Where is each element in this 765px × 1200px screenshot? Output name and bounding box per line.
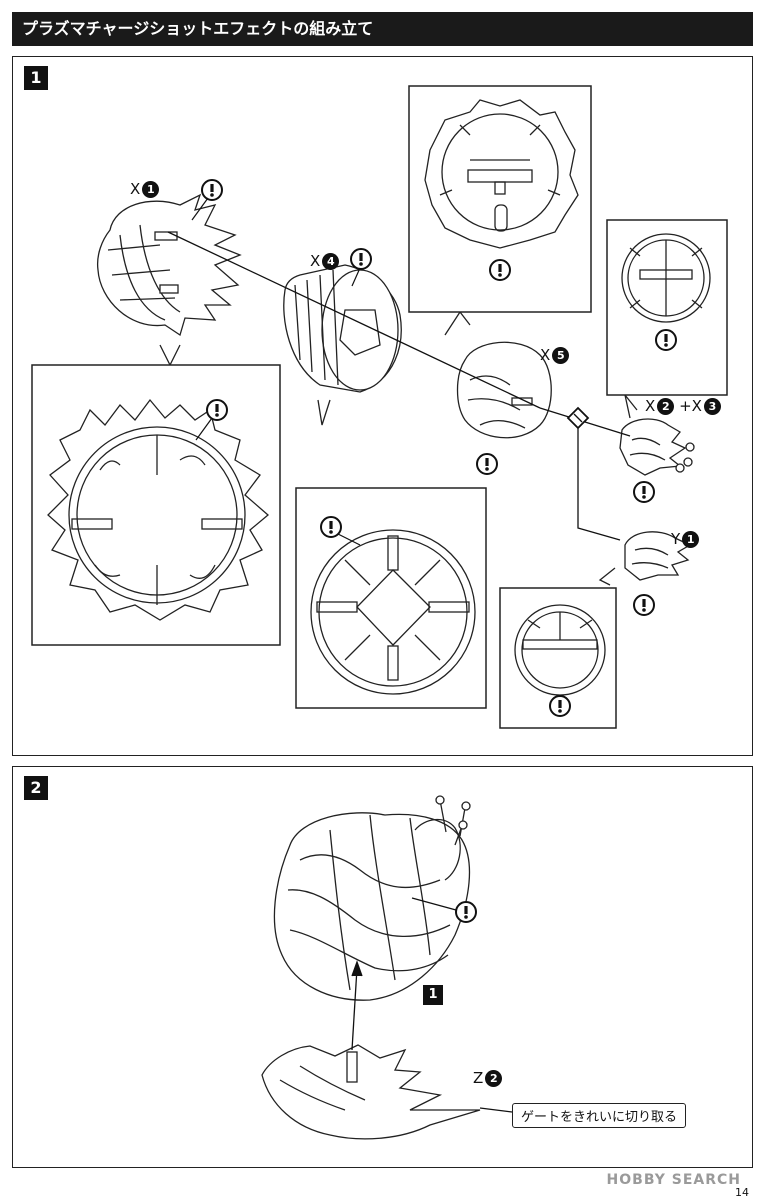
page-number: 14 <box>735 1186 749 1199</box>
watermark-brand: HOBBY SEARCH <box>606 1172 741 1188</box>
assembled-effect-drawing <box>273 795 471 1001</box>
part-x4-drawing <box>283 264 402 393</box>
assembly-guide-lines <box>167 231 631 541</box>
x5-detail-drawing <box>424 99 579 249</box>
step-2-badge: 2 <box>24 776 48 800</box>
part-z2-drawing <box>261 1044 481 1140</box>
step-1-panel <box>12 56 753 756</box>
part-x23-drawing <box>619 418 695 476</box>
step-2-panel <box>12 766 753 1168</box>
x23-detail-callout <box>606 219 728 396</box>
gate-trim-note: ゲートをきれいに切り取る <box>512 1103 687 1128</box>
step-1-badge: 1 <box>24 66 48 90</box>
step2-assembly-ref-badge: 1 <box>423 985 443 1005</box>
x4-detail-drawing <box>310 529 476 695</box>
part-x5-drawing <box>456 341 552 439</box>
part-y1-drawing <box>624 531 692 581</box>
x1-detail-drawing <box>47 398 270 621</box>
step2-guide-lines <box>351 897 513 1113</box>
caution-icons-step2 <box>455 901 477 923</box>
part-x1-drawing <box>96 193 242 337</box>
x1-detail-callout <box>31 364 281 646</box>
x23-detail-drawing <box>621 233 711 323</box>
caution-icons-step1 <box>191 179 677 717</box>
page-title: プラズマチャージショットエフェクトの組み立て <box>12 12 753 46</box>
